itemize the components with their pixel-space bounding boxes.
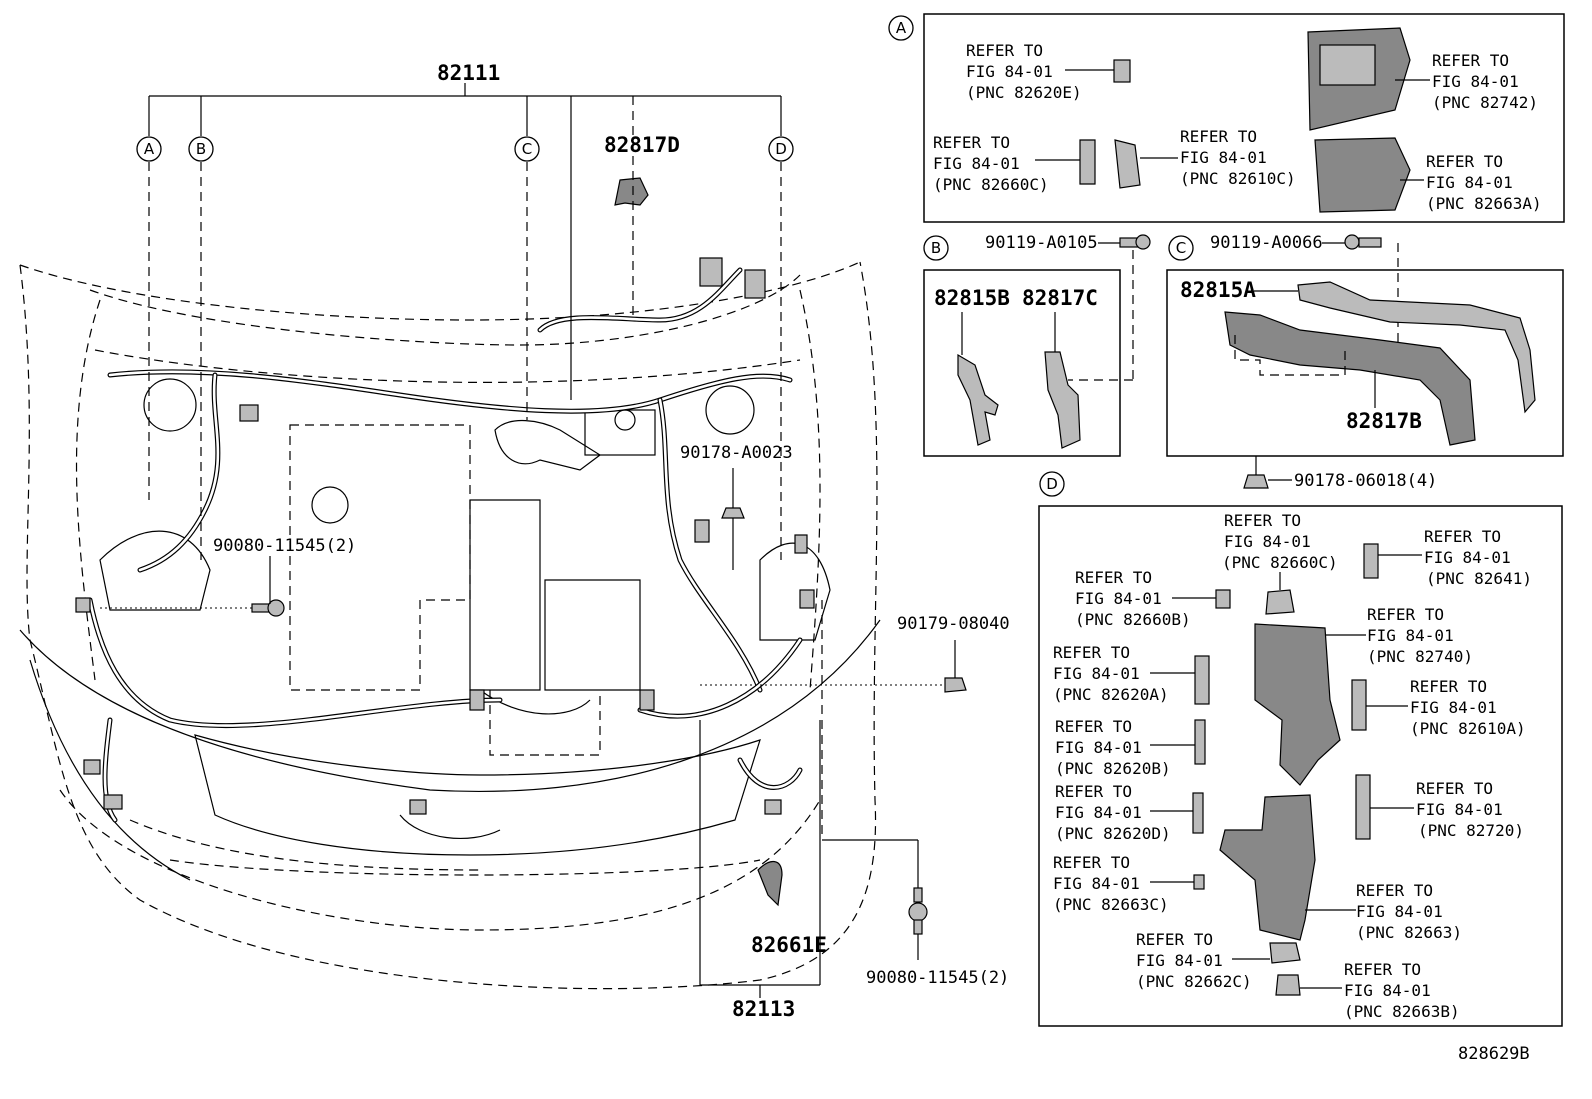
refer-82620E: REFER TO FIG 84-01 (PNC 82620E) — [966, 41, 1082, 102]
bolt-90119-A0105-label: 90119-A0105 — [985, 233, 1098, 253]
harness-main-label: 82111 — [437, 61, 500, 85]
refer-82660C-d: REFER TO FIG 84-01 (PNC 82660C) — [1222, 511, 1338, 572]
panel-A: A REFER TO FIG 84-01 (PNC 82620E) REFER … — [888, 13, 1565, 223]
clip-90178-06018-label: 90178-06018(4) — [1294, 471, 1437, 491]
refer-82742: REFER TO FIG 84-01 (PNC 82742) — [1432, 51, 1538, 112]
panel-C: C 90119-A0066 82815A 82817B 90178-06018(… — [1166, 233, 1564, 491]
svg-text:B: B — [196, 140, 206, 158]
svg-text:D: D — [775, 140, 787, 158]
panel-B-letter: B — [931, 239, 941, 257]
panel-D: D REFER TO FIG 84-01 (PNC 82660C) — [1038, 471, 1563, 1027]
panel-B: B 90119-A0105 82815B 82817C — [923, 233, 1151, 457]
refer-82641: REFER TO FIG 84-01 (PNC 82641) — [1424, 527, 1532, 588]
part-82817C-label: 82817C — [1022, 286, 1098, 310]
svg-text:C: C — [522, 140, 532, 158]
refer-82660B: REFER TO FIG 84-01 (PNC 82660B) — [1075, 568, 1191, 629]
refer-82720: REFER TO FIG 84-01 (PNC 82720) — [1416, 779, 1524, 840]
refer-82663B: REFER TO FIG 84-01 (PNC 82663B) — [1344, 960, 1460, 1021]
marker-B: B — [188, 136, 214, 162]
panel-A-letter: A — [896, 19, 907, 37]
panel-C-letter: C — [1176, 239, 1186, 257]
marker-C: C — [514, 136, 540, 162]
refer-82610C: REFER TO FIG 84-01 (PNC 82610C) — [1180, 127, 1296, 188]
marker-D: D — [768, 136, 794, 162]
bolt-90080-right-label: 90080-11545(2) — [866, 968, 1009, 988]
bolt-90080-left-label: 90080-11545(2) — [213, 536, 356, 556]
part-82815B-label: 82815B — [934, 286, 1010, 310]
refer-82610A: REFER TO FIG 84-01 (PNC 82610A) — [1410, 677, 1526, 738]
panel-D-letter: D — [1046, 475, 1058, 493]
refer-82663C: REFER TO FIG 84-01 (PNC 82663C) — [1053, 853, 1169, 914]
part-82817D-label: 82817D — [604, 133, 680, 157]
refer-82620A: REFER TO FIG 84-01 (PNC 82620A) — [1053, 643, 1169, 704]
bolt-90119-A0066-label: 90119-A0066 — [1210, 233, 1323, 253]
part-82661E-label: 82661E — [751, 933, 827, 957]
refer-82620D: REFER TO FIG 84-01 (PNC 82620D) — [1055, 782, 1171, 843]
marker-A: A — [136, 136, 162, 162]
figure-id: 828629B — [1458, 1044, 1530, 1064]
refer-82663: REFER TO FIG 84-01 (PNC 82663) — [1356, 881, 1462, 942]
harness-front-label: 82113 — [732, 997, 795, 1021]
refer-82740: REFER TO FIG 84-01 (PNC 82740) — [1367, 605, 1473, 666]
part-82815A-label: 82815A — [1180, 278, 1256, 302]
vehicle-engine-bay-drawing — [19, 177, 967, 990]
refer-82662C: REFER TO FIG 84-01 (PNC 82662C) — [1136, 930, 1252, 991]
refer-82660C-a: REFER TO FIG 84-01 (PNC 82660C) — [933, 133, 1049, 194]
clip-90179-label: 90179-08040 — [897, 614, 1010, 634]
refer-82663A: REFER TO FIG 84-01 (PNC 82663A) — [1426, 152, 1542, 213]
part-82817B-label: 82817B — [1346, 409, 1422, 433]
main-leader-lines — [100, 83, 956, 998]
svg-text:A: A — [144, 140, 155, 158]
refer-82620B: REFER TO FIG 84-01 (PNC 82620B) — [1055, 717, 1171, 778]
clip-90178-A0023-label: 90178-A0023 — [680, 443, 793, 463]
